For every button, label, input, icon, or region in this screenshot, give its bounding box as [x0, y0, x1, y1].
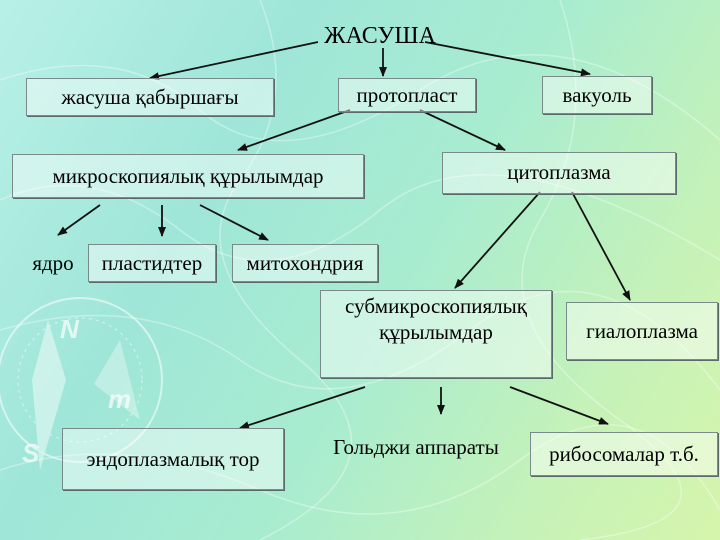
compass-letter-n: N	[60, 314, 80, 344]
root-title: ЖАСУША	[324, 23, 436, 49]
node-golgi: Гольджи аппараты	[333, 434, 499, 459]
node-microscopic: микроскопиялық құрылымдар	[12, 154, 364, 198]
node-nucleus: ядро	[32, 250, 74, 275]
node-vacuole: вакуоль	[542, 76, 652, 114]
compass-decoration	[0, 297, 163, 470]
arrow-cytoplasm-submicroscopic	[454, 191, 541, 289]
arrow-protoplast-microscopic	[237, 109, 351, 151]
node-er: эндоплазмалық тор	[62, 428, 284, 490]
node-mitochondria: митохондрия	[232, 244, 378, 282]
node-cytoplasm: цитоплазма	[442, 152, 676, 194]
node-submicroscopic: субмикроскопиялық құрылымдар	[320, 290, 552, 378]
node-hyaloplasm: гиалоплазма	[566, 302, 718, 360]
arrow-protoplast-cytoplasm	[419, 109, 506, 151]
compass-letter-m: m	[108, 384, 131, 414]
node-protoplast: протопласт	[338, 78, 476, 112]
arrow-root-cellwall	[149, 41, 319, 81]
arrow-cytoplasm-hyaloplasm	[571, 191, 631, 301]
arrow-sub-er	[239, 386, 366, 429]
arrow-sub-ribosomes	[509, 386, 609, 425]
node-plastids: пластидтер	[88, 244, 216, 282]
arrow-microscopic-nucleus	[57, 204, 101, 236]
node-ribosomes: рибосомалар т.б.	[530, 432, 718, 476]
compass-letter-s: S	[22, 438, 40, 468]
arrow-root-vacuole	[424, 41, 591, 77]
arrow-microscopic-mitochondria	[199, 204, 269, 241]
node-cell-wall: жасуша қабыршағы	[26, 78, 274, 116]
node-submicroscopic-label: субмикроскопиялық құрылымдар	[345, 294, 527, 345]
